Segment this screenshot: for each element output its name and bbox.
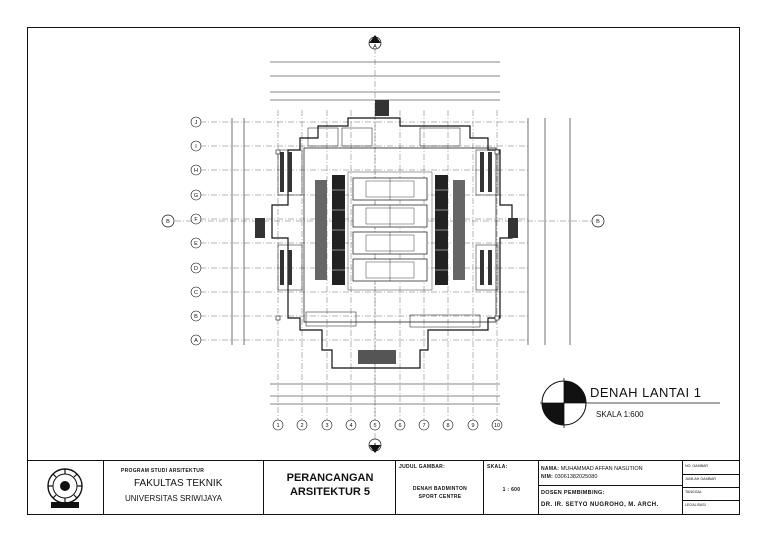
grid-row-D: D [194,266,198,272]
grid-col-3: 3 [325,423,328,429]
grid-row-J: J [195,120,198,126]
grid-row-G: G [194,193,198,199]
grid-col-10: 10 [494,423,500,429]
drawing-title-cell: JUDUL GAMBAR: DENAH BADMINTON SPORT CENT… [396,461,484,515]
meta-count-label: JUMLAH GAMBAR [685,477,716,481]
faculty-label: FAKULTAS TEKNIK [134,478,223,489]
grid-row-A: A [194,338,198,344]
drawing-title-label: JUDUL GAMBAR: [399,464,446,470]
grid-col-8: 8 [446,423,449,429]
meta-cell: NO. GAMBAR JUMLAH GAMBAR TANGGAL LEGALIS… [683,461,740,515]
section-marker-bottom: A [373,443,377,449]
title-block: PROGRAM STUDI ARSITEKTUR FAKULTAS TEKNIK… [27,460,740,515]
grid-col-7: 7 [422,423,425,429]
author-nim: 03061382025080 [554,474,598,480]
scale-cell: SKALA: 1 : 600 [484,461,539,515]
section-marker-right: B [596,219,600,225]
grid-row-C: C [194,290,198,296]
section-marker-top: A [373,44,377,50]
plan-title: DENAH LANTAI 1 [590,385,702,400]
course-cell: PERANCANGAN ARSITEKTUR 5 [264,461,396,515]
author-name: MUHAMMAD AFFAN NASUTION [560,466,643,472]
floor-plan: J I H G F E D C B A 1 2 3 4 5 6 7 8 9 10… [161,35,720,453]
grid-row-I: I [195,144,197,150]
supervisor-name: DR. IR. SETYO NUGROHO, M. ARCH. [541,502,659,508]
plan-scale: SKALA 1:600 [596,410,644,419]
grid-row-F: F [194,217,198,223]
nim-label: NIM: [541,474,554,480]
drawing-title-line1: DENAH BADMINTON [412,486,468,492]
north-arrow-icon [540,378,720,428]
university-logo-icon [47,468,83,508]
grid-row-E: E [194,241,198,247]
grid-col-4: 4 [349,423,352,429]
drawing-title-line2: SPORT CENTRE [418,494,462,500]
course-title-line2: ARSITEKTUR 5 [289,486,371,498]
program-label: PROGRAM STUDI ARSITEKTUR [121,468,205,474]
school-cell: PROGRAM STUDI ARSITEKTUR FAKULTAS TEKNIK… [104,461,264,515]
logo-cell [27,461,104,515]
author-cell: NAMA: MUHAMMAD AFFAN NASUTION NIM: 03061… [539,461,683,515]
university-label: UNIVERSITAS SRIWIJAYA [125,494,222,503]
grid-col-1: 1 [276,423,279,429]
course-title-line1: PERANCANGAN [286,472,374,484]
drawing-sheet [27,27,740,515]
grid-row-H: H [194,168,198,174]
scale-label: SKALA: [487,464,508,470]
scale-value: 1 : 600 [502,487,521,493]
grid-col-2: 2 [300,423,303,429]
supervisor-label: DOSEN PEMBIMBING: [541,490,605,496]
section-marker-left: B [166,219,170,225]
grid-row-B: B [194,314,198,320]
name-label: NAMA: [541,466,560,472]
grid-col-6: 6 [398,423,401,429]
meta-no-label: NO. GAMBAR [685,464,708,468]
meta-legal-label: LEGALISASI [685,503,706,507]
meta-date-label: TANGGAL [685,490,702,494]
grid-col-9: 9 [471,423,474,429]
grid-col-5: 5 [373,423,376,429]
